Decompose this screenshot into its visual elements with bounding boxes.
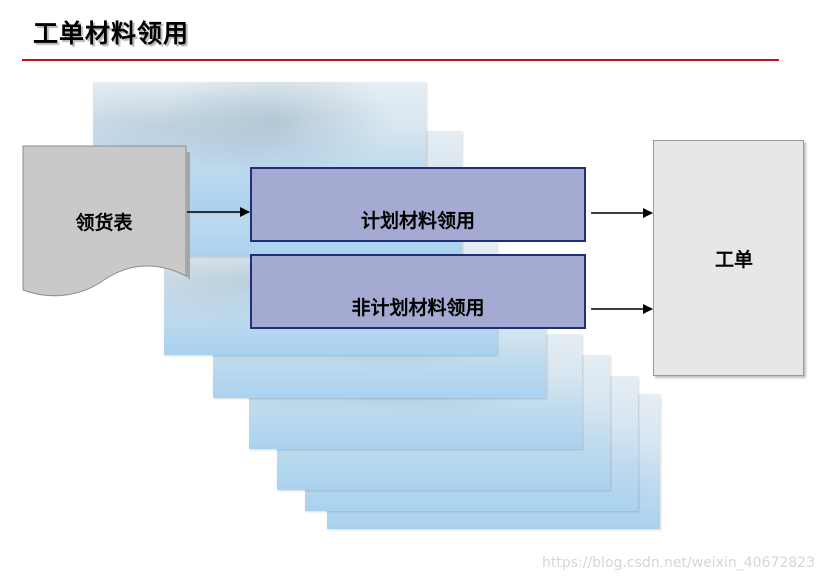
watermark-text: https://blog.csdn.net/weixin_40672823 — [542, 555, 815, 571]
